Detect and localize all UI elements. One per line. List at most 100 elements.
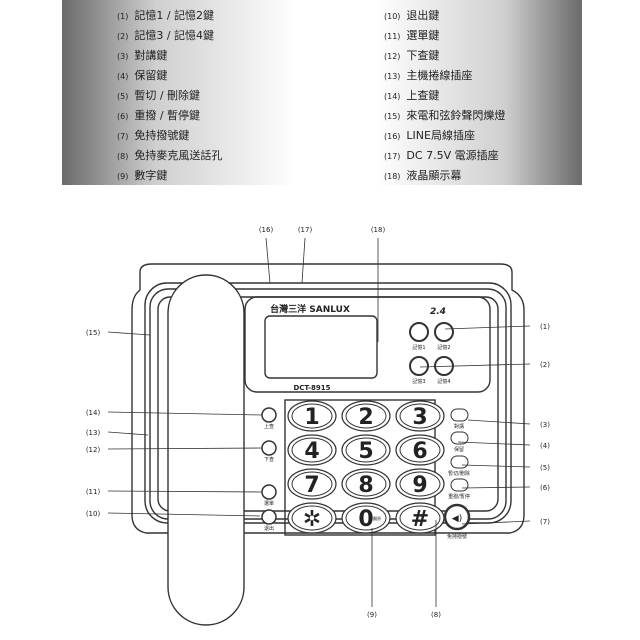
callout-c16: (16) [259, 226, 274, 234]
callout-line-c6 [461, 486, 531, 489]
digital-logo: 2.4 [430, 307, 446, 317]
legend-item: (12) 下查鍵 [384, 46, 505, 66]
legend-number: (6) [117, 112, 129, 121]
callout-c18: (18) [371, 226, 386, 234]
right-button-1[interactable] [450, 431, 469, 445]
legend-item: (16)LINE局線插座 [384, 126, 505, 146]
callout-line-c10 [107, 512, 261, 517]
key-6[interactable] [395, 434, 445, 466]
key-5[interactable] [341, 434, 391, 466]
legend-item: (6)重撥 / 暫停鍵 [117, 106, 222, 126]
key-label: 7 [304, 473, 319, 498]
right-button-label: 重撥/暫停 [448, 493, 470, 500]
legend-item: (18)液晶顯示幕 [384, 166, 505, 186]
legend-right-column: (10)退出鍵(11)選單鍵(12)下查鍵(13)主機捲線插座(14)上查鍵(1… [384, 6, 505, 186]
legend-text: 下查鍵 [406, 49, 440, 62]
callout-c11: (11) [86, 488, 101, 496]
legend-number: (11) [384, 32, 401, 41]
legend-item: (9)數字鍵 [117, 166, 222, 186]
left-button-2[interactable] [261, 484, 277, 500]
model-label: DCT-8915 [293, 384, 330, 392]
right-button-3[interactable] [450, 478, 469, 492]
callout-c6: (6) [540, 484, 550, 492]
legend-number: (1) [117, 12, 129, 21]
legend-item: (11) 選單鍵 [384, 26, 505, 46]
key-label: 2 [358, 405, 373, 430]
legend-item: (14)上查鍵 [384, 86, 505, 106]
legend-number: (12) [384, 52, 401, 61]
left-button-label: 選單 [264, 500, 274, 507]
legend-number: (8) [117, 152, 129, 161]
memory-button-3[interactable] [409, 356, 429, 376]
legend-text: DC 7.5V 電源插座 [406, 149, 499, 162]
key-label: 3 [412, 405, 427, 430]
legend-item: (8) 免持麥克風送話孔 [117, 146, 222, 166]
legend-number: (17) [384, 152, 401, 161]
legend-text: 對講鍵 [134, 49, 168, 62]
key-#[interactable] [395, 502, 445, 534]
callout-c2: (2) [540, 361, 550, 369]
key-2[interactable] [341, 400, 391, 432]
key-8[interactable] [341, 468, 391, 500]
right-button-2[interactable] [450, 455, 469, 469]
callout-line-c16 [265, 237, 271, 284]
legend-text: 選單鍵 [406, 29, 440, 42]
callout-c1: (1) [540, 323, 550, 331]
left-button-1[interactable] [261, 440, 277, 456]
zero-sub-label: 翻頁 [373, 515, 381, 521]
right-button-label: 暫切/刪除 [448, 470, 470, 477]
key-inner-ring [399, 437, 441, 463]
callout-c4: (4) [540, 442, 550, 450]
handsfree-button[interactable] [443, 503, 471, 531]
legend-number: (4) [117, 72, 129, 81]
brand-label: 台灣三洋 SANLUX [270, 303, 350, 315]
key-9[interactable] [395, 468, 445, 500]
right-button-label: 保留 [454, 446, 464, 453]
right-button-0[interactable] [450, 408, 469, 422]
key-label: 6 [412, 439, 427, 464]
callout-c13: (13) [86, 429, 101, 437]
legend-text: 記憶1 / 記憶2鍵 [134, 9, 215, 22]
legend-number: (3) [117, 52, 129, 61]
keypad-area [284, 399, 436, 536]
legend-text: 免持撥號鍵 [134, 129, 190, 142]
callout-line-c15 [107, 331, 151, 336]
key-inner-ring [345, 471, 387, 497]
left-button-label: 下查 [264, 456, 274, 463]
legend-number: (15) [384, 112, 401, 121]
key-inner-ring [399, 403, 441, 429]
legend-text: 記憶3 / 記憶4鍵 [134, 29, 215, 42]
key-1[interactable] [287, 400, 337, 432]
legend-text: 免持麥克風送話孔 [134, 149, 223, 162]
key-3[interactable] [395, 400, 445, 432]
key-label: 5 [358, 439, 373, 464]
speaker-icon: ◀) [452, 514, 462, 524]
left-button-3[interactable] [261, 509, 277, 525]
lcd-screen [264, 315, 378, 379]
key-inner-ring [399, 505, 441, 531]
key-label: 1 [304, 405, 319, 430]
legend-panel: (1)記憶1 / 記憶2鍵(2)記憶3 / 記憶4鍵(3)對講鍵(4)保留鍵(5… [62, 0, 582, 185]
left-button-0[interactable] [261, 407, 277, 423]
key-4[interactable] [287, 434, 337, 466]
legend-text: 上查鍵 [406, 89, 440, 102]
memory-button-1[interactable] [409, 322, 429, 342]
legend-item: (2) 記憶3 / 記憶4鍵 [117, 26, 222, 46]
callout-c17: (17) [298, 226, 313, 234]
legend-text: 主機捲線插座 [406, 69, 473, 82]
callout-line-c5 [461, 464, 531, 468]
memory-label: 記憶2 [437, 344, 450, 351]
key-inner-ring [291, 505, 333, 531]
legend-text: 保留鍵 [134, 69, 168, 82]
key-inner-ring [345, 437, 387, 463]
callout-line-c1 [444, 325, 531, 330]
legend-item: (13)主機捲線插座 [384, 66, 505, 86]
memory-button-2[interactable] [434, 322, 454, 342]
key-7[interactable] [287, 468, 337, 500]
key-0[interactable] [341, 502, 391, 534]
key-✲[interactable] [287, 502, 337, 534]
legend-number: (2) [117, 32, 129, 41]
legend-item: (15)來電和弦鈴聲閃爍燈 [384, 106, 505, 126]
callout-line-c7 [461, 520, 531, 525]
